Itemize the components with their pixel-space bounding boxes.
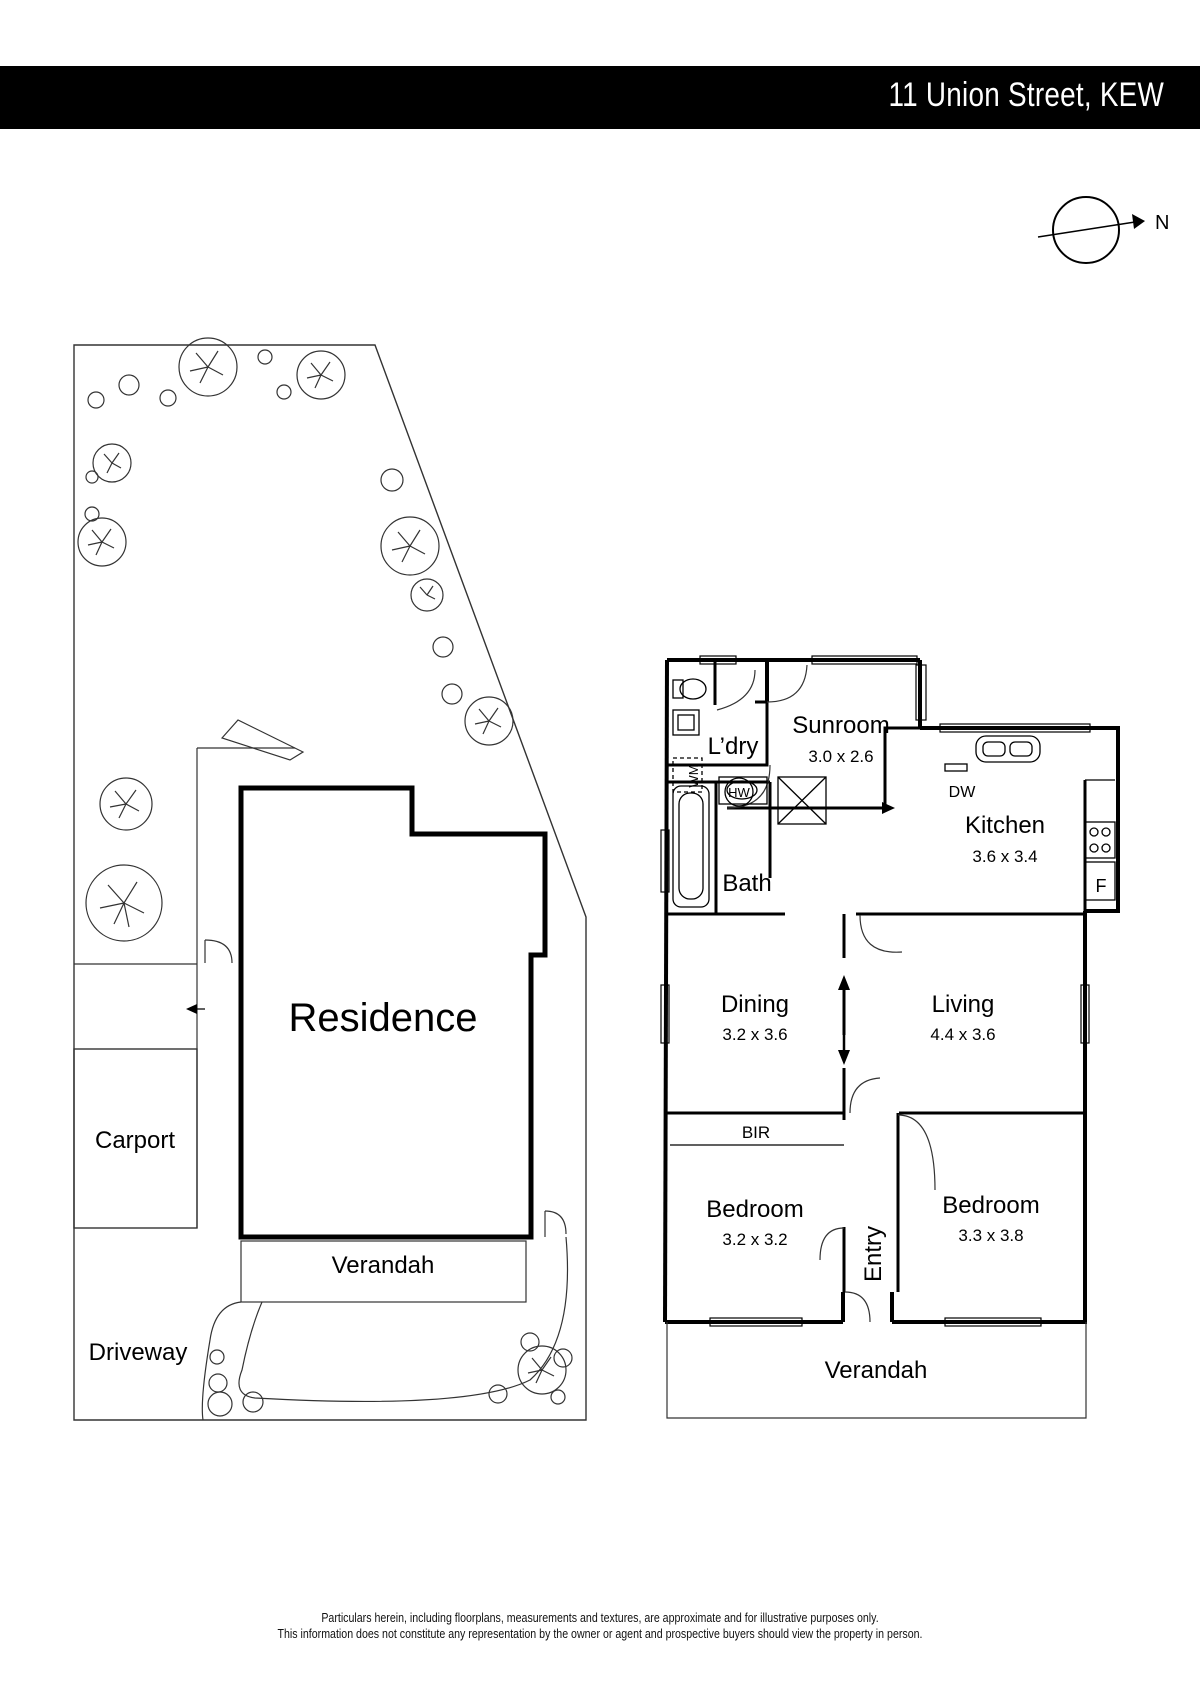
washing-machine-icon (672, 757, 703, 793)
floor-verandah-label: Verandah (825, 1357, 928, 1384)
hot-water-icon (724, 777, 754, 807)
dining-label: Dining (721, 991, 789, 1018)
north-compass: N (1037, 196, 1169, 264)
tree-icon (432, 636, 454, 658)
bedroom2-size: 3.3 x 3.8 (958, 1226, 1023, 1245)
kitchen-size: 3.6 x 3.4 (972, 847, 1037, 866)
bedroom1-label: Bedroom (706, 1196, 803, 1223)
tree-icon (77, 517, 127, 567)
tree-icon (550, 1389, 566, 1405)
tree-icon (118, 374, 140, 396)
living-size: 4.4 x 3.6 (930, 1025, 995, 1044)
tree-icon (208, 1373, 228, 1393)
bathtub-icon (672, 785, 710, 908)
basin-icon (718, 776, 768, 805)
tree-icon (85, 470, 99, 484)
site-verandah-outline (240, 1240, 527, 1303)
tree-icon (87, 391, 105, 409)
floor-plan: BIR (660, 655, 1120, 1419)
tree-icon (85, 864, 163, 942)
bath-label: Bath (722, 870, 771, 897)
outer-walls (663, 658, 1120, 1324)
hw-label: HW (728, 785, 750, 800)
garden-step (220, 719, 305, 761)
header-bar: 11 Union Street, KEW (0, 66, 1200, 129)
dw-label: DW (949, 784, 977, 801)
compass-north-label: N (1155, 212, 1169, 234)
toilet-icon (672, 678, 707, 700)
compass-arrow-icon (1132, 214, 1145, 229)
windows (660, 655, 1091, 1327)
kitchen-label: Kitchen (965, 812, 1045, 839)
side-gate-swing (544, 1210, 567, 1235)
tree-icon (209, 1349, 225, 1365)
residence-label: Residence (288, 996, 477, 1040)
driveway-loop-inner (238, 1236, 569, 1403)
tree-icon (488, 1384, 508, 1404)
laundry-trough-icon (672, 709, 700, 736)
bedroom1-size: 3.2 x 3.2 (722, 1230, 787, 1249)
compass-circle (1052, 196, 1120, 264)
tree-icon (520, 1332, 540, 1352)
tree-icon (380, 468, 404, 492)
tree-icon (92, 443, 132, 483)
property-address-title: 11 Union Street, KEW (888, 76, 1164, 114)
sunroom-size: 3.0 x 2.6 (808, 747, 873, 766)
tree-icon (517, 1345, 567, 1395)
carport-label: Carport (95, 1127, 175, 1154)
bedroom2-label: Bedroom (942, 1192, 1039, 1219)
sliding-door-arrow (838, 975, 850, 1065)
site-verandah-label: Verandah (332, 1252, 435, 1279)
driveway-edge (201, 1301, 242, 1421)
disclaimer-line-1: Particulars herein, including floorplans… (321, 1611, 879, 1625)
laundry-label: L’dry (708, 733, 759, 760)
tree-icon (257, 349, 273, 365)
residence-outline (238, 785, 548, 1240)
tree-icon (464, 696, 514, 746)
dishwasher-icon (944, 763, 968, 772)
tree-icon (296, 350, 346, 400)
path-arrow-icon (186, 1004, 197, 1014)
shower-icon (777, 776, 827, 825)
site-plan: Carport Residence Verandah Driveway (73, 337, 587, 1421)
tree-icon (99, 777, 153, 831)
living-label: Living (932, 991, 995, 1018)
disclaimer-line-2: This information does not constitute any… (277, 1627, 923, 1641)
tree-icon (276, 384, 292, 400)
fridge-icon (1084, 861, 1116, 901)
lot-boundary (73, 344, 587, 1421)
sunroom-label: Sunroom (792, 712, 889, 739)
door-swings (716, 664, 936, 1323)
compass-needle (1037, 221, 1136, 238)
tree-icon (84, 506, 100, 522)
dining-size: 3.2 x 3.6 (722, 1025, 787, 1044)
kitchen-sink-icon (975, 735, 1041, 763)
tree-icon (207, 1391, 233, 1417)
cooktop-icon (1084, 821, 1116, 859)
tree-icon (441, 683, 463, 705)
bir-label: BIR (742, 1123, 770, 1142)
wm-label: WM (686, 764, 701, 787)
gate-swing (204, 939, 233, 964)
tree-icon (410, 578, 444, 612)
tree-icon (242, 1391, 264, 1413)
tree-icon (159, 389, 177, 407)
floor-verandah-outline (666, 1322, 1087, 1419)
tree-icon (178, 337, 238, 397)
trees (77, 337, 573, 1417)
fixtures (672, 678, 1116, 908)
fridge-label: F (1096, 876, 1107, 896)
flow-arrow (858, 802, 895, 814)
entry-label: Entry (860, 1226, 887, 1282)
driveway-label: Driveway (89, 1339, 188, 1366)
tree-icon (380, 516, 440, 576)
tree-icon (553, 1348, 573, 1368)
